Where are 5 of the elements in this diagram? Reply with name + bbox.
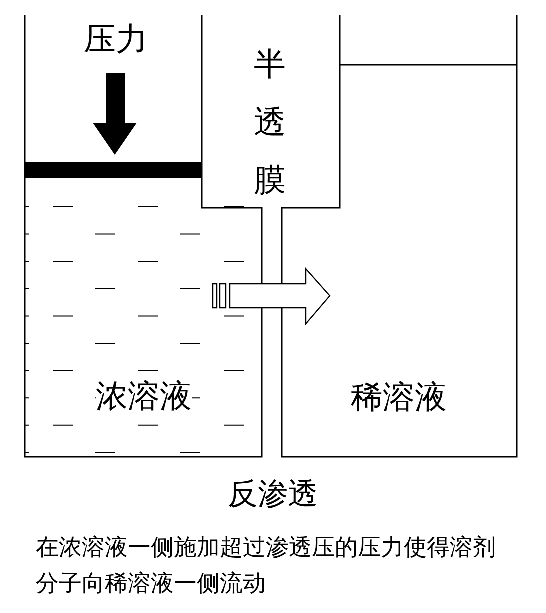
caption: 在浓溶液一侧施加超过渗透压的压力使得溶剂分子向稀溶液一侧流动 xyxy=(36,534,497,599)
title: 反渗透 xyxy=(227,476,319,514)
force-label: 压力 xyxy=(84,19,148,60)
region-label: 半透膜 xyxy=(254,44,287,201)
flow-arrow xyxy=(212,267,331,326)
